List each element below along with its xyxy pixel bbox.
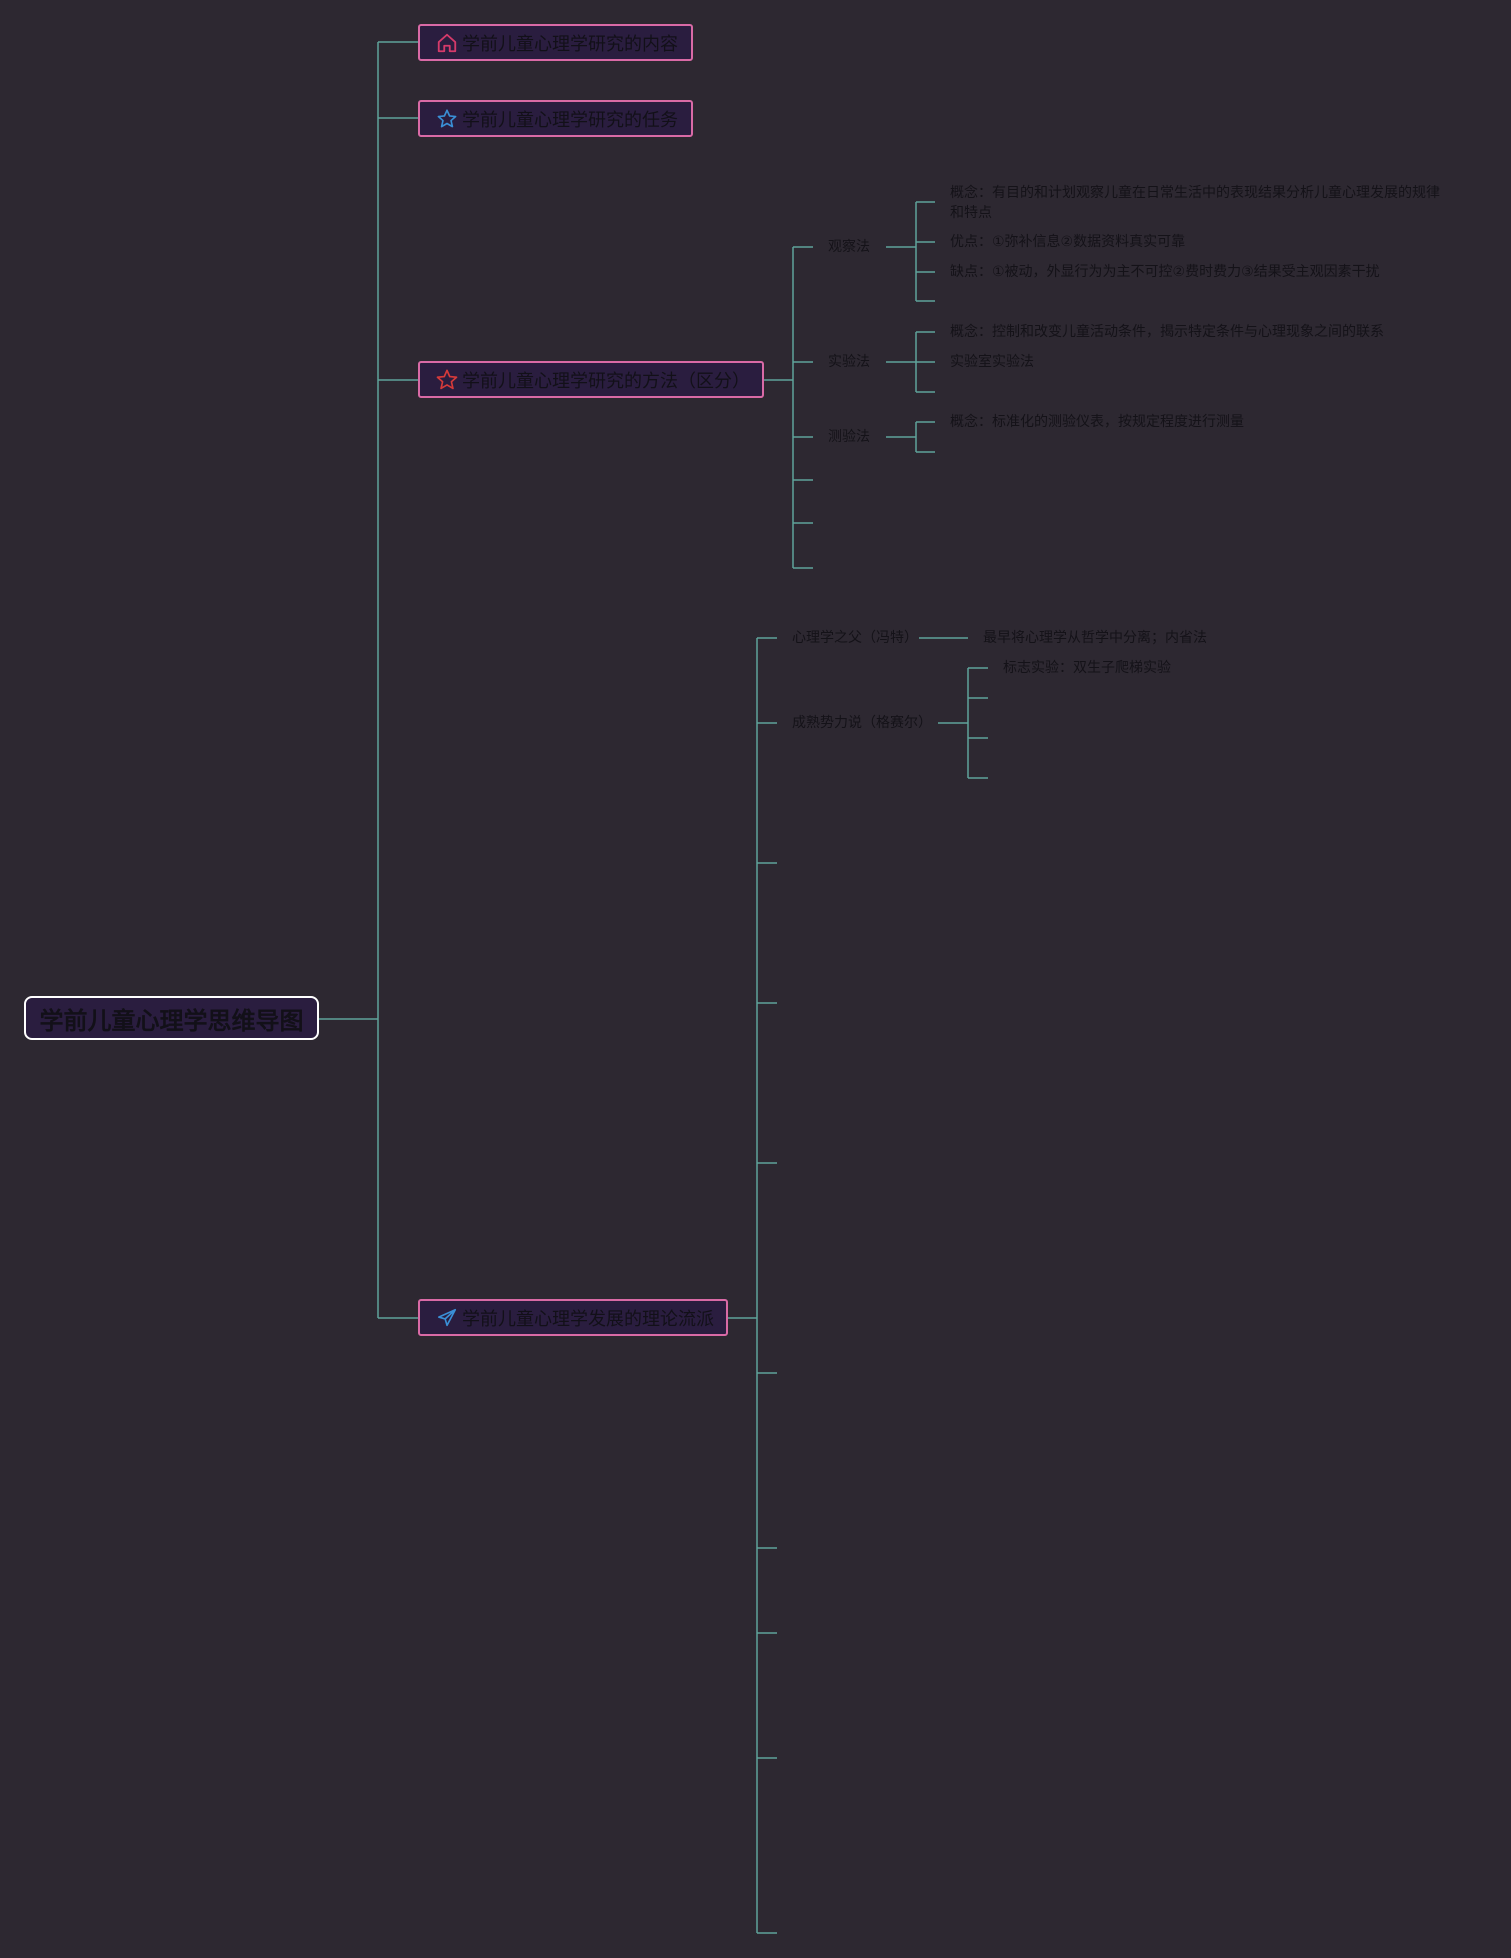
observation-advantages[interactable]: 优点：①弥补信息②数据资料真实可靠 — [950, 234, 1186, 250]
branch-title: 学前儿童心理学研究的任务 — [462, 109, 678, 131]
branch-title: 学前儿童心理学研究的内容 — [462, 33, 678, 55]
theory-gesell[interactable]: 成熟势力说（格赛尔） — [792, 715, 932, 731]
root-node[interactable]: 学前儿童心理学思维导图 — [24, 996, 319, 1040]
wundt-detail[interactable]: 最早将心理学从哲学中分离；内省法 — [983, 630, 1207, 646]
experiment-concept[interactable]: 概念：控制和改变儿童活动条件，揭示特定条件与心理现象之间的联系 — [950, 324, 1384, 340]
theory-wundt[interactable]: 心理学之父（冯特） — [792, 630, 918, 646]
branch-node-theories[interactable]: 学前儿童心理学发展的理论流派 — [418, 1299, 728, 1336]
method-experiment[interactable]: 实验法 — [828, 354, 870, 370]
branch-node-tasks[interactable]: 学前儿童心理学研究的任务 — [418, 100, 693, 137]
home-icon — [436, 32, 458, 54]
root-title: 学前儿童心理学思维导图 — [39, 1006, 304, 1035]
paper-plane-icon — [436, 1307, 458, 1329]
method-test[interactable]: 测验法 — [828, 429, 870, 445]
branch-node-methods[interactable]: 学前儿童心理学研究的方法（区分） — [418, 361, 764, 398]
star-icon — [436, 369, 458, 391]
gesell-experiment[interactable]: 标志实验：双生子爬梯实验 — [1003, 660, 1171, 676]
branch-title: 学前儿童心理学研究的方法（区分） — [462, 370, 750, 392]
branch-title: 学前儿童心理学发展的理论流派 — [462, 1308, 714, 1330]
method-observation[interactable]: 观察法 — [828, 239, 870, 255]
test-concept[interactable]: 概念：标准化的测验仪表，按规定程度进行测量 — [950, 414, 1244, 430]
star-outline-icon — [436, 108, 458, 130]
branch-node-content[interactable]: 学前儿童心理学研究的内容 — [418, 24, 693, 61]
experiment-lab[interactable]: 实验室实验法 — [950, 354, 1034, 370]
observation-disadvantages[interactable]: 缺点：①被动，外显行为为主不可控②费时费力③结果受主观因素干扰 — [950, 264, 1380, 280]
observation-concept[interactable]: 概念：有目的和计划观察儿童在日常生活中的表现结果分析儿童心理发展的规律和特点 — [950, 185, 1440, 221]
